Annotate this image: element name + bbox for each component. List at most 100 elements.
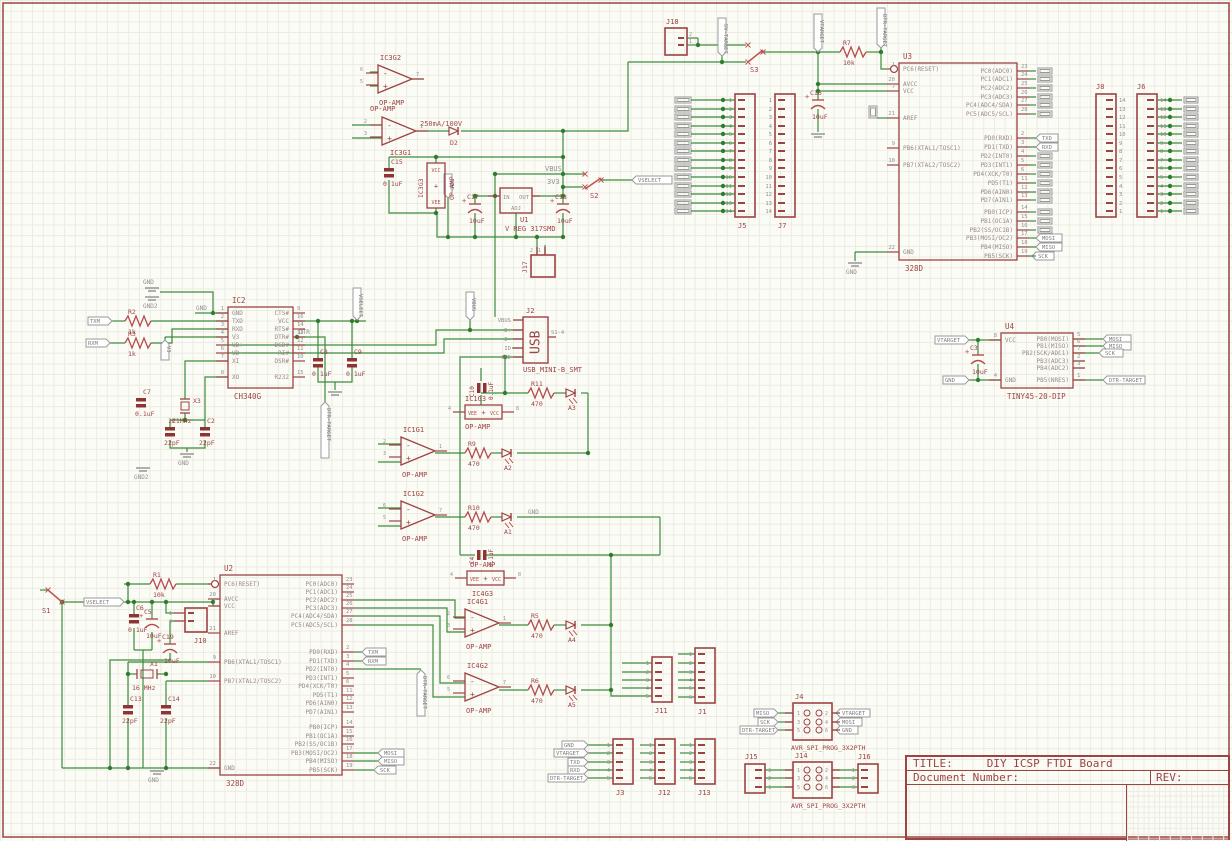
svg-text:VBUS: VBUS [498,318,511,324]
svg-text:PC5(ADC5/SCL): PC5(ADC5/SCL) [966,111,1013,118]
svg-text:10uF: 10uF [164,657,180,665]
svg-text:6: 6 [1119,166,1122,172]
svg-text:5: 5 [797,728,800,734]
svg-text:C10: C10 [469,386,476,397]
svg-text:4: 4 [448,406,451,412]
svg-text:S1: S1 [42,607,50,615]
svg-text:6: 6 [825,785,828,791]
svg-text:PD5(T1): PD5(T1) [988,180,1013,187]
svg-text:VTARGET: VTARGET [937,338,961,344]
svg-text:1: 1 [1077,373,1080,379]
svg-text:PC6(RESET): PC6(RESET) [903,66,939,73]
svg-text:PC1(ADC1): PC1(ADC1) [305,589,338,596]
switch-S1: S1 [42,587,65,615]
svg-text:3: 3 [797,776,800,782]
svg-text:DTR-TARGET: DTR-TARGET [550,776,584,782]
svg-text:13: 13 [1021,193,1028,199]
svg-text:9: 9 [729,166,732,172]
svg-text:J7: J7 [778,222,786,230]
svg-text:2: 2 [689,661,692,667]
svg-text:PB7(XTAL2/TOSC2): PB7(XTAL2/TOSC2) [224,678,282,685]
svg-text:OP-AMP: OP-AMP [402,535,427,543]
svg-text:8: 8 [769,158,772,164]
svg-text:PC5(ADC5/SCL): PC5(ADC5/SCL) [291,622,338,629]
svg-text:470: 470 [531,632,543,640]
svg-text:2: 2 [607,751,610,757]
svg-text:4: 4 [450,572,453,578]
svg-text:8: 8 [221,370,224,376]
svg-text:7: 7 [213,599,216,605]
svg-text:PB3(MOSI/OC2): PB3(MOSI/OC2) [966,235,1013,242]
svg-text:6: 6 [360,67,363,73]
svg-text:VSELECT: VSELECT [86,600,110,606]
svg-text:2: 2 [169,619,172,625]
svg-text:4: 4 [769,124,773,130]
svg-text:OP-AMP: OP-AMP [448,176,456,200]
svg-text:13: 13 [765,201,772,207]
svg-text:TXD: TXD [1042,136,1052,142]
svg-text:DTR-TARGET: DTR-TARGET [421,676,427,710]
svg-text:+: + [470,626,475,635]
svg-text:7: 7 [221,354,224,360]
svg-text:10k: 10k [843,59,855,67]
svg-text:R11: R11 [531,380,543,388]
svg-text:4: 4 [1021,149,1025,155]
led-A1: A1 [501,512,514,536]
svg-text:3: 3 [607,760,610,766]
svg-text:J12: J12 [658,789,671,797]
svg-text:10uF: 10uF [812,113,828,121]
svg-text:IC4G2: IC4G2 [467,662,488,670]
svg-text:DTR-TARGET: DTR-TARGET [325,408,331,442]
svg-text:8: 8 [994,333,997,339]
svg-text:12: 12 [725,192,732,198]
svg-text:5: 5 [689,776,692,782]
svg-text:DCD#: DCD# [275,342,290,349]
led-A5: A5 [565,685,578,709]
svg-text:C16: C16 [810,89,822,97]
svg-text:OP-AMP: OP-AMP [379,99,404,107]
svg-text:0.1uF: 0.1uF [312,370,332,378]
svg-text:J13: J13 [698,789,711,797]
svg-text:4: 4 [646,686,650,692]
svg-text:PB2(SS/OC1B): PB2(SS/OC1B) [970,227,1013,234]
svg-text:J8: J8 [1096,83,1104,91]
svg-text:12: 12 [346,696,353,702]
svg-text:-: - [470,613,475,622]
svg-text:J18: J18 [666,18,679,26]
svg-text:+: + [383,82,388,91]
svg-text:14: 14 [725,209,732,215]
document-number-label: Document Number: [913,771,1019,784]
svg-text:3: 3 [768,768,771,774]
svg-text:250mA/100V: 250mA/100V [420,120,463,128]
svg-text:3: 3 [649,760,652,766]
svg-text:DTR: DTR [299,329,310,336]
svg-text:1: 1 [169,611,172,617]
svg-text:GND: GND [945,378,955,384]
svg-text:12 MHz: 12 MHz [168,417,192,425]
svg-text:PD6(AIN0): PD6(AIN0) [980,189,1013,196]
svg-text:2: 2 [383,439,386,445]
junctions [59,42,981,771]
svg-text:3: 3 [797,720,800,726]
svg-text:J5: J5 [738,222,746,230]
svg-text:2: 2 [447,611,450,617]
svg-text:0.1uF: 0.1uF [488,382,495,400]
svg-text:6: 6 [689,695,692,701]
svg-text:3: 3 [689,670,692,676]
svg-text:J1: J1 [698,708,706,716]
svg-text:1: 1 [689,39,692,45]
svg-text:GND: GND [846,269,857,276]
svg-text:8: 8 [1119,149,1122,155]
svg-text:9: 9 [213,655,216,661]
svg-text:A5: A5 [568,701,576,709]
svg-text:1: 1 [852,768,855,774]
svg-text:VTARGET: VTARGET [842,711,866,717]
svg-text:C4: C4 [469,556,476,564]
svg-text:GND: GND [232,310,243,317]
svg-text:C15: C15 [391,158,403,166]
